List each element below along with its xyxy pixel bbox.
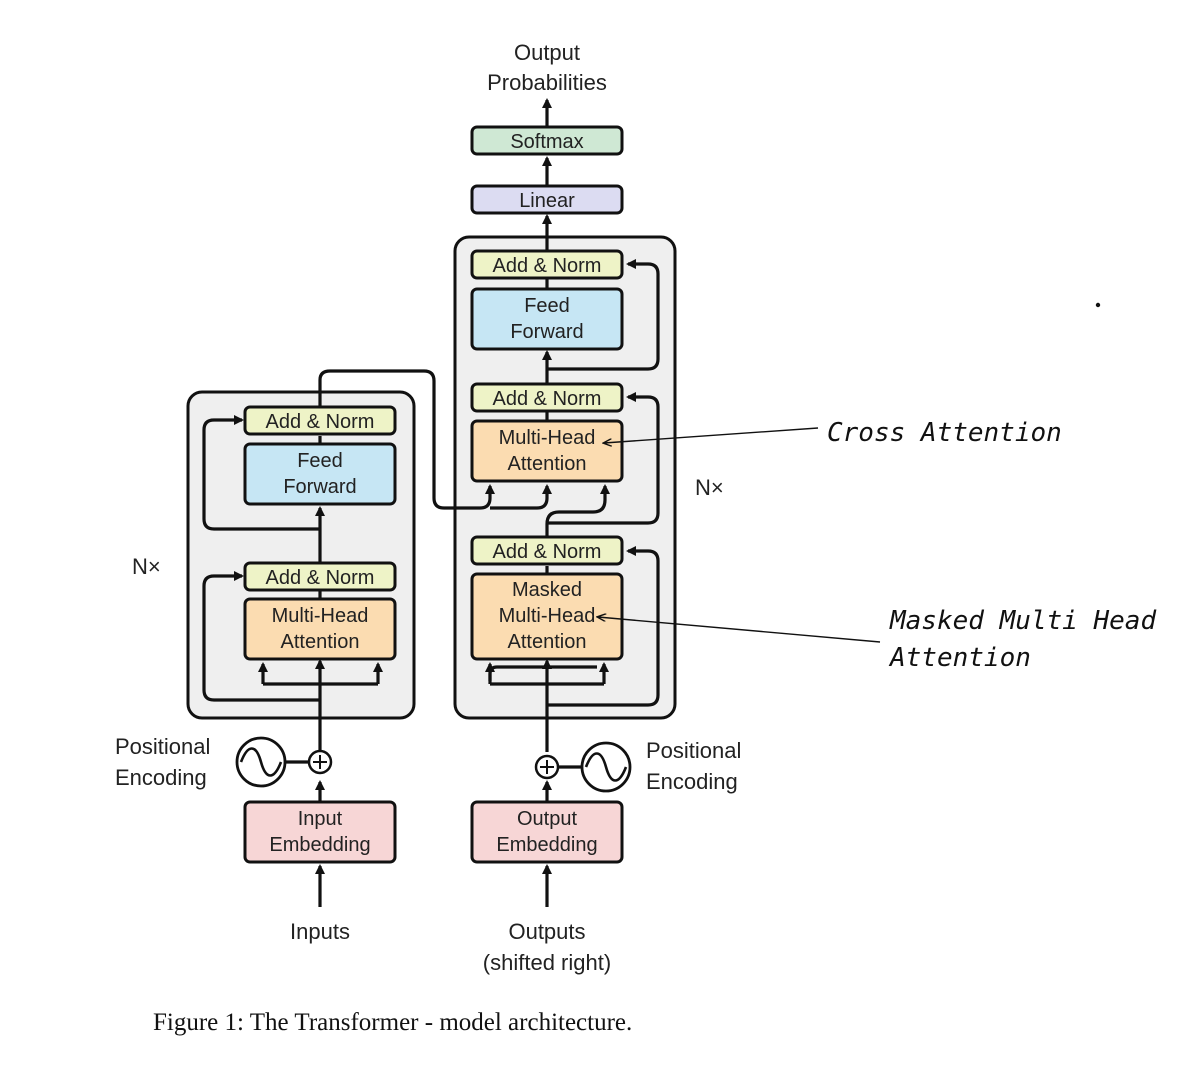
encoder-add-norm-1 xyxy=(243,561,397,592)
output-probabilities-label-2: Probabilities xyxy=(487,70,607,95)
encoder-attention-box xyxy=(243,597,397,661)
masked-attention-label-1: Masked xyxy=(512,579,582,601)
decoder-positional-encoding-label-1: Positional xyxy=(646,738,741,763)
encoder-feed-forward xyxy=(243,442,397,506)
cross-attention-annotation: Cross Attention xyxy=(827,418,1062,448)
masked-attention-label-2: Multi-Head xyxy=(499,605,596,627)
encoder-attention-label-1: Multi-Head xyxy=(272,605,369,627)
encoder-stack xyxy=(186,390,416,720)
cross-attention-label-1: Multi-Head xyxy=(499,427,596,449)
input-embedding-label-1: Input xyxy=(298,808,343,830)
outputs-label-2: (shifted right) xyxy=(483,950,611,975)
decoder-add-norm-1 xyxy=(470,535,624,566)
softmax-box xyxy=(470,125,624,156)
masked-attention-label-3: Attention xyxy=(508,631,587,653)
decoder-feed-forward xyxy=(470,287,624,351)
outputs-label-1: Outputs xyxy=(508,919,585,944)
decoder-add-norm-3-label: Add & Norm xyxy=(493,255,602,277)
encoder-positional-encoding-label-2: Encoding xyxy=(115,765,207,790)
input-embedding-box xyxy=(243,800,397,864)
decoder-add-norm-2 xyxy=(470,382,624,413)
figure-caption: Figure 1: The Transformer - model archit… xyxy=(153,1009,632,1036)
output-embedding-label-2: Embedding xyxy=(496,834,597,856)
encoder-add-norm-2-label: Add & Norm xyxy=(266,411,375,433)
input-embedding-label-2: Embedding xyxy=(269,834,370,856)
encoder-nx-label: N× xyxy=(132,554,161,579)
decoder-feed-forward-label-2: Forward xyxy=(510,321,583,343)
softmax-label: Softmax xyxy=(510,131,583,153)
linear-label: Linear xyxy=(519,190,575,212)
encoder-feed-forward-label-1: Feed xyxy=(297,450,343,472)
cross-attention-box xyxy=(470,419,624,483)
inputs-label: Inputs xyxy=(290,919,350,944)
encoder-add-norm-2 xyxy=(243,405,397,436)
decoder-add-norm-2-label: Add & Norm xyxy=(493,388,602,410)
encoder-attention-label-2: Attention xyxy=(281,631,360,653)
masked-attention-box xyxy=(470,572,624,661)
output-probabilities-label-1: Output xyxy=(514,40,580,65)
decoder-positional-encoding-label-2: Encoding xyxy=(646,769,738,794)
decoder-add-norm-3 xyxy=(470,249,624,280)
output-embedding-label-1: Output xyxy=(517,808,577,830)
cross-attention-label-2: Attention xyxy=(508,453,587,475)
encoder-positional-encoding-label-1: Positional xyxy=(115,734,210,759)
encoder-add-norm-1-label: Add & Norm xyxy=(266,567,375,589)
decoder-feed-forward-label-1: Feed xyxy=(524,295,570,317)
decoder-nx-label: N× xyxy=(695,475,724,500)
masked-attention-annotation-1: Masked Multi Head xyxy=(889,606,1156,636)
linear-box xyxy=(470,184,624,215)
decoder-add-norm-1-label: Add & Norm xyxy=(493,541,602,563)
masked-attention-annotation-2: Attention xyxy=(888,643,1031,673)
encoder-feed-forward-label-2: Forward xyxy=(283,476,356,498)
stray-dot xyxy=(1095,302,1101,308)
output-embedding-box xyxy=(470,800,624,864)
